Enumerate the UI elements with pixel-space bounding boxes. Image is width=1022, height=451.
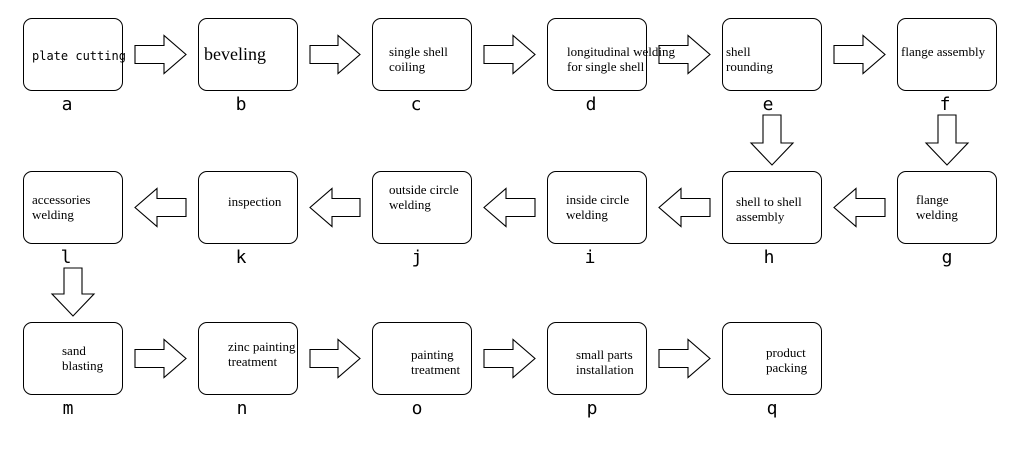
step-label-inspection: inspection xyxy=(228,194,282,209)
step-letter-l: l xyxy=(60,247,72,268)
arrow-l-to-m xyxy=(50,267,96,317)
arrow-f-to-g xyxy=(924,114,970,166)
step-label-product-packing: product packing xyxy=(766,345,808,375)
step-letter-m: m xyxy=(62,398,74,419)
step-label-outside-circle-welding: outside circle welding xyxy=(389,182,459,212)
step-letter-q: q xyxy=(766,398,778,419)
step-letter-h: h xyxy=(763,247,775,268)
step-letter-f: f xyxy=(939,94,951,115)
step-box-small-parts-installation: small parts installation xyxy=(547,322,647,395)
arrow-b-to-c xyxy=(309,34,361,75)
step-label-zinc-painting-treatment: zinc painting treatment xyxy=(228,339,296,369)
step-label-flange-welding: flange welding xyxy=(916,192,958,222)
step-box-shell-to-shell-assembly: shell to shell assembly xyxy=(722,171,822,244)
step-label-shell-to-shell-assembly: shell to shell assembly xyxy=(736,194,802,224)
step-box-product-packing: product packing xyxy=(722,322,822,395)
step-label-sand-blasting: sand blasting xyxy=(62,343,104,373)
step-box-accessories-welding: accessories welding xyxy=(23,171,123,244)
step-letter-j: j xyxy=(411,247,423,268)
step-box-sand-blasting: sand blasting xyxy=(23,322,123,395)
step-box-zinc-painting-treatment: zinc painting treatment xyxy=(198,322,298,395)
step-label-small-parts-installation: small parts installation xyxy=(576,347,634,377)
step-letter-c: c xyxy=(410,94,422,115)
step-label-flange-assembly: flange assembly xyxy=(901,44,986,59)
arrow-e-to-f xyxy=(833,34,886,75)
arrow-j-to-k xyxy=(309,187,361,228)
arrow-e-to-h xyxy=(749,114,795,166)
step-box-flange-assembly: flange assembly xyxy=(897,18,997,91)
arrow-d-to-e xyxy=(658,34,711,75)
step-letter-e: e xyxy=(762,94,774,115)
step-letter-b: b xyxy=(235,94,247,115)
arrow-o-to-p xyxy=(483,338,536,379)
step-label-longitudinal-welding: longitudinal welding for single shell xyxy=(567,44,675,74)
step-letter-k: k xyxy=(235,247,247,268)
step-box-beveling: beveling xyxy=(198,18,298,91)
step-letter-a: a xyxy=(61,94,73,115)
step-box-shell-rounding: shell rounding xyxy=(722,18,822,91)
step-box-plate-cutting: plate cutting xyxy=(23,18,126,91)
arrow-c-to-d xyxy=(483,34,536,75)
arrow-h-to-i xyxy=(658,187,711,228)
step-label-painting-treatment: painting treatment xyxy=(411,347,461,377)
step-letter-g: g xyxy=(941,247,953,268)
step-box-longitudinal-welding: longitudinal welding for single shell xyxy=(547,18,675,91)
step-box-flange-welding: flange welding xyxy=(897,171,997,244)
arrow-k-to-l xyxy=(134,187,187,228)
step-box-single-shell-coiling: single shell coiling xyxy=(372,18,472,91)
step-label-single-shell-coiling: single shell coiling xyxy=(389,44,448,74)
arrow-a-to-b xyxy=(134,34,187,75)
step-label-accessories-welding: accessories welding xyxy=(32,192,91,222)
step-box-outside-circle-welding: outside circle welding xyxy=(372,171,472,244)
arrow-i-to-j xyxy=(483,187,536,228)
arrow-g-to-h xyxy=(833,187,886,228)
step-letter-i: i xyxy=(584,247,596,268)
step-label-shell-rounding: shell rounding xyxy=(726,44,773,74)
step-box-inspection: inspection xyxy=(198,171,298,244)
step-letter-d: d xyxy=(585,94,597,115)
step-letter-p: p xyxy=(586,398,598,419)
step-label-inside-circle-welding: inside circle welding xyxy=(566,192,630,222)
step-box-painting-treatment: painting treatment xyxy=(372,322,472,395)
step-letter-o: o xyxy=(411,398,423,419)
step-box-inside-circle-welding: inside circle welding xyxy=(547,171,647,244)
arrow-m-to-n xyxy=(134,338,187,379)
step-label-plate-cutting: plate cutting xyxy=(32,49,126,63)
arrow-p-to-q xyxy=(658,338,711,379)
arrow-n-to-o xyxy=(309,338,361,379)
step-letter-n: n xyxy=(236,398,248,419)
step-label-beveling: beveling xyxy=(204,44,266,64)
